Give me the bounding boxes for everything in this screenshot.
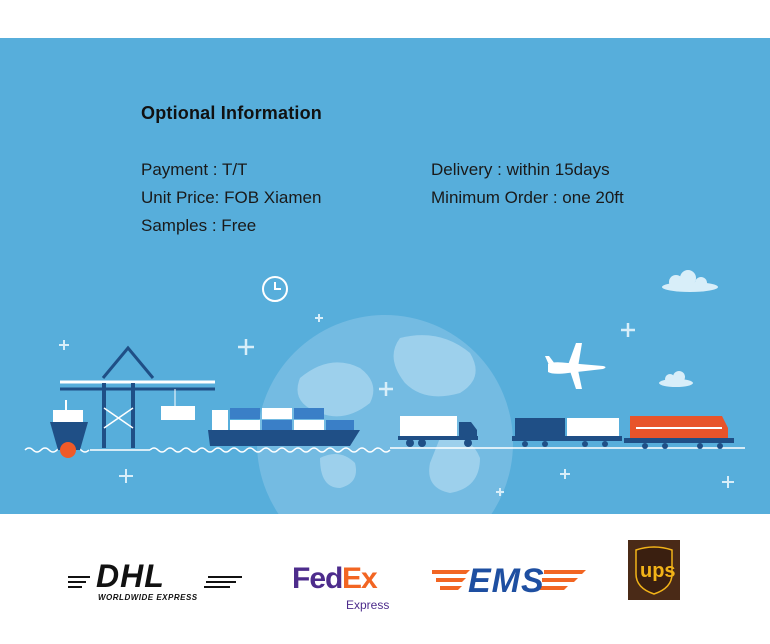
dhl-logo: DHL WORLDWIDE EXPRESS <box>68 558 243 606</box>
train-icon <box>512 416 734 449</box>
clock-icon <box>262 276 288 302</box>
logistics-scene <box>24 270 745 514</box>
plus-sparkle-icon <box>59 314 734 496</box>
info-title: Optional Information <box>141 103 322 123</box>
truck-icon <box>398 416 478 447</box>
container-ship-icon <box>50 400 88 458</box>
courier-logos: DHL WORLDWIDE EXPRESS Fed Ex Express EMS… <box>0 514 770 644</box>
logistics-banner: Optional Information Payment : T/T Unit … <box>0 38 770 514</box>
dhl-wordmark: DHL <box>96 558 165 594</box>
ems-logo: EMS <box>432 562 587 606</box>
payment-text: Payment : T/T <box>141 160 248 179</box>
fedex-logo: Fed Ex Express <box>292 558 402 618</box>
ems-wings <box>432 570 586 590</box>
minimum-order-text: Minimum Order : one 20ft <box>431 188 624 207</box>
dhl-stripes <box>68 576 242 588</box>
fedex-tagline: Express <box>346 598 390 612</box>
fedex-fed-text: Fed <box>292 562 343 595</box>
dhl-tagline: WORLDWIDE EXPRESS <box>98 593 198 602</box>
shoreline <box>24 447 745 453</box>
cloud-icon <box>659 270 718 387</box>
unit-price-text: Unit Price: FOB Xiamen <box>141 188 322 207</box>
ups-wordmark: ups <box>640 560 676 582</box>
ems-wordmark: EMS <box>468 562 545 600</box>
gantry-crane-icon <box>60 345 215 448</box>
airplane-icon <box>545 343 606 389</box>
fedex-ex-text: Ex <box>342 562 378 595</box>
ups-shield <box>628 540 680 600</box>
samples-text: Samples : Free <box>141 216 257 235</box>
globe-icon <box>257 315 513 514</box>
delivery-text: Delivery : within 15days <box>431 160 610 179</box>
ups-logo: ups <box>628 540 680 600</box>
container-ship-icon <box>208 408 360 446</box>
